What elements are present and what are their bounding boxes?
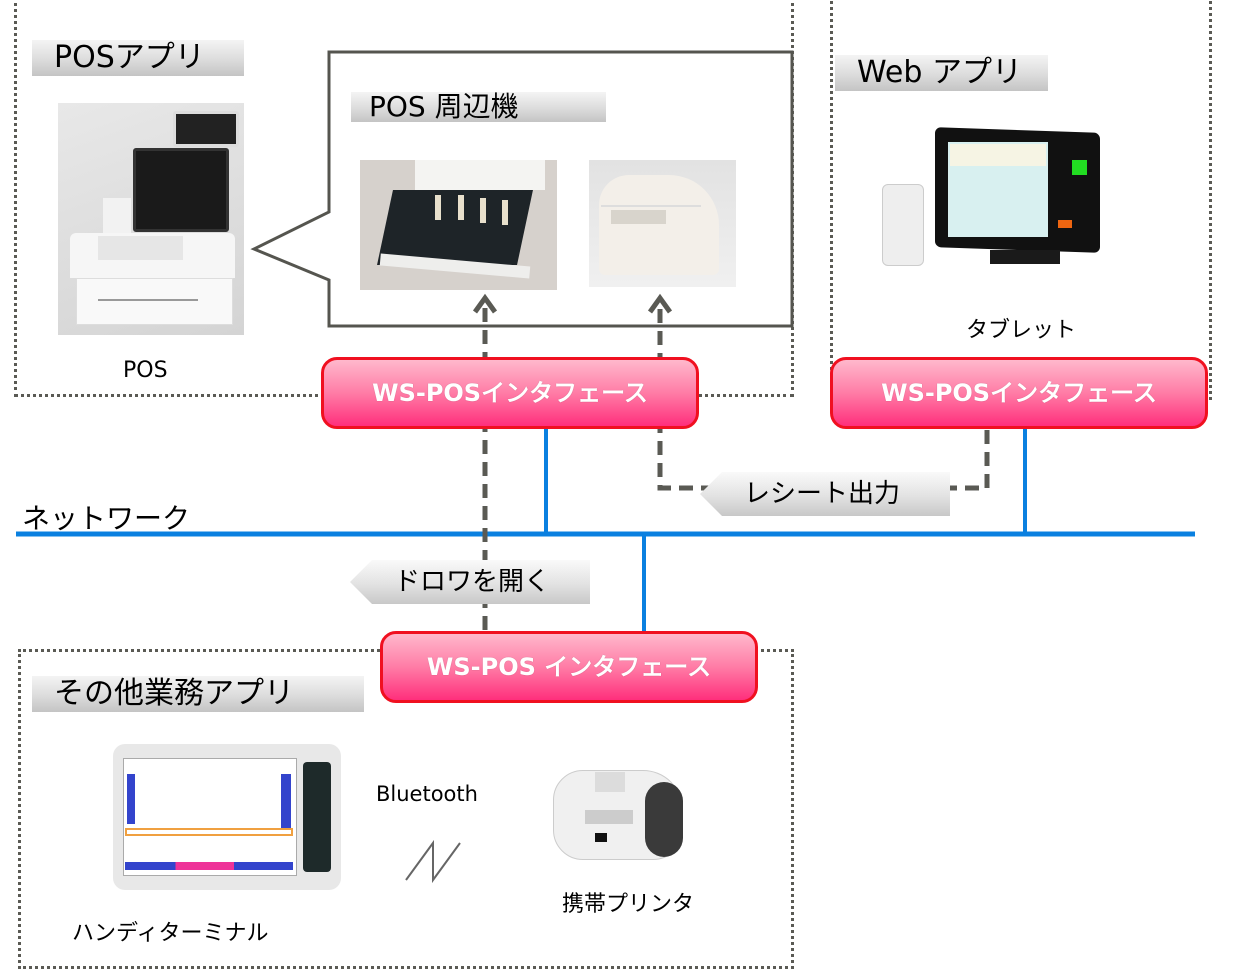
- handy-terminal-label: ハンディターミナル: [72, 921, 269, 946]
- tablet-device-label: タブレット: [966, 318, 1077, 343]
- mobile-printer-label: 携帯プリンタ: [562, 892, 695, 917]
- receipt-arrowhead: [647, 293, 673, 314]
- other-ws-interface[interactable]: WS-POS インタフェース: [380, 631, 758, 703]
- cash-drawer-image: [360, 160, 557, 290]
- receipt-printer-image: [589, 160, 736, 287]
- mobile-printer-image: [545, 760, 690, 868]
- other-app-title: その他業務アプリ: [32, 676, 364, 712]
- handy-terminal-image: [113, 744, 341, 890]
- tablet-image: [880, 122, 1105, 282]
- pos-app-title: POSアプリ: [32, 40, 244, 76]
- peripherals-title: POS 周辺機: [351, 92, 606, 122]
- pos-device-label: POS: [123, 358, 168, 383]
- drawer-arrowhead: [472, 293, 498, 314]
- pos-terminal-image: [58, 103, 244, 335]
- pos-ws-interface[interactable]: WS-POSインタフェース: [321, 357, 699, 429]
- receipt-output-label: レシート出力: [700, 472, 950, 516]
- open-drawer-label: ドロワを開く: [350, 560, 590, 604]
- web-app-title: Web アプリ: [835, 55, 1048, 91]
- web-ws-interface[interactable]: WS-POSインタフェース: [830, 357, 1208, 429]
- bluetooth-link-icon: [405, 839, 461, 884]
- bluetooth-label: Bluetooth: [376, 782, 478, 806]
- network-label: ネットワーク: [22, 502, 191, 535]
